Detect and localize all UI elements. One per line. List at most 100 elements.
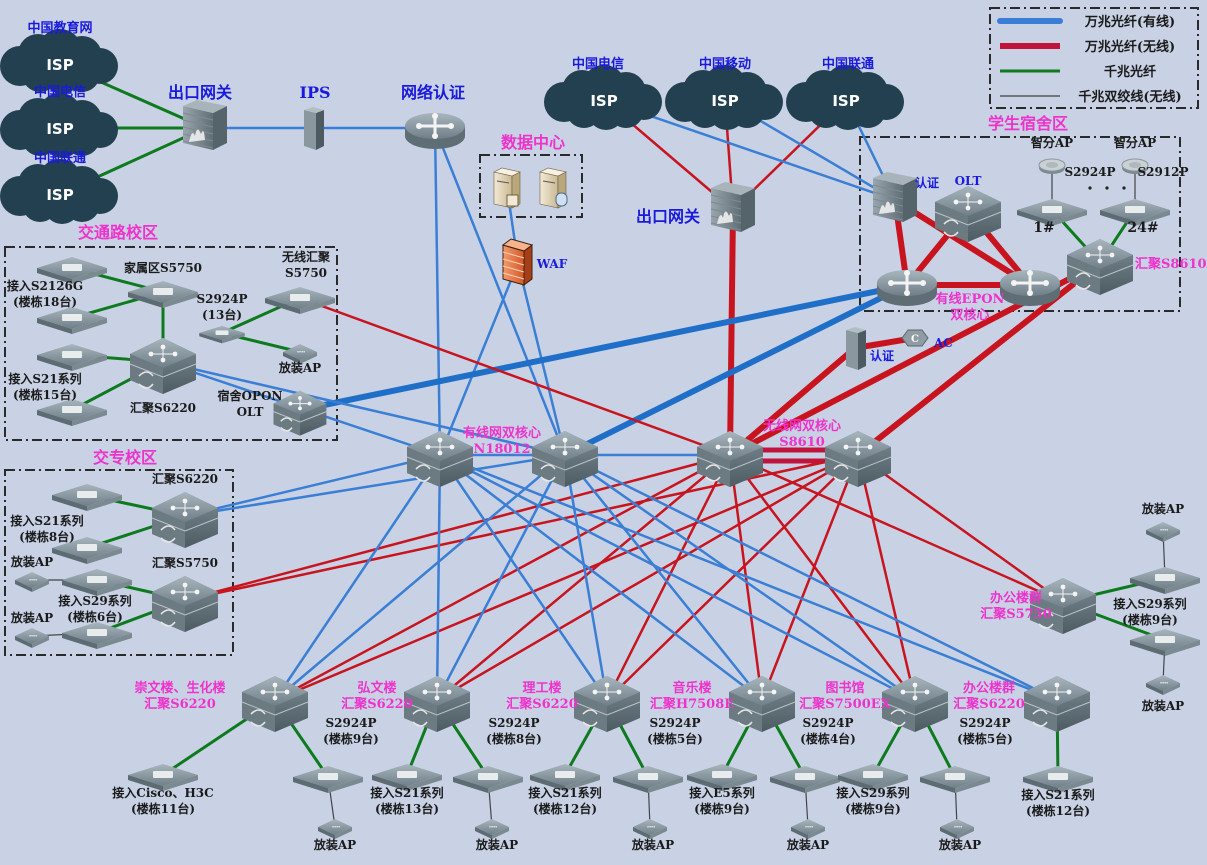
link-wireless-thick xyxy=(727,207,736,458)
node-sublabel: (楼栋8台) xyxy=(19,529,75,544)
access-switch-icon-b2-poe[interactable] xyxy=(453,766,523,793)
access-switch-icon-b2-acc[interactable] xyxy=(372,764,442,791)
access-switch-icon-jtl-acc1[interactable] xyxy=(37,257,107,284)
core-switch-icon-b3-agg[interactable] xyxy=(573,676,641,732)
isp-label: ISP xyxy=(46,120,73,138)
isp-label: ISP xyxy=(46,186,73,204)
core-switch-icon-core-w2[interactable] xyxy=(531,431,599,487)
node-label: 有线网双核心 xyxy=(463,425,541,441)
access-switch-icon-off-acc1[interactable] xyxy=(1130,567,1200,594)
core-switch-icon-core-w1[interactable] xyxy=(406,431,474,487)
ips-appliance-icon-ips[interactable] xyxy=(304,107,324,150)
access-switch-icon-jtl-s2924[interactable] xyxy=(199,325,245,344)
ellipsis-dot xyxy=(1105,186,1109,190)
access-switch-icon-jtl-acc2[interactable] xyxy=(37,307,107,334)
server-icon-srv2[interactable] xyxy=(539,167,568,209)
core-switch-icon-jtl-agg[interactable] xyxy=(129,338,197,394)
ips-appliance-icon-auth2[interactable] xyxy=(846,327,866,370)
core-switch-icon-dorm-agg[interactable] xyxy=(1066,239,1134,295)
zone-boundary-z-jz xyxy=(4,469,234,656)
ac-controller-icon[interactable]: C xyxy=(901,329,929,347)
access-switch-icon-jtl-acc3[interactable] xyxy=(37,344,107,371)
access-switch-icon-b3-acc[interactable] xyxy=(530,764,600,791)
core-switch-icon-b2-agg[interactable] xyxy=(403,676,471,732)
core-switch-icon-core-wl2[interactable] xyxy=(824,431,892,487)
isp-cloud-icon[interactable]: ISP xyxy=(665,65,783,130)
access-switch-icon-jz-acc1[interactable] xyxy=(52,484,122,511)
waf-firewall-icon[interactable] xyxy=(501,238,534,286)
firewall-icon-fw1[interactable] xyxy=(182,100,227,150)
access-point-icon-jz-ap1[interactable]: ᠁ xyxy=(15,572,49,592)
switch-number: 1# xyxy=(1033,220,1054,236)
router-icon-auth1[interactable] xyxy=(405,113,465,149)
access-switch-icon-jtl-wagg[interactable] xyxy=(265,287,335,314)
node-sublabel: OLT xyxy=(237,405,264,419)
access-switch-icon-b4-acc[interactable] xyxy=(687,764,757,791)
isp-cloud-icon[interactable]: ISP xyxy=(0,29,118,94)
access-switch-icon-b1-acc[interactable] xyxy=(128,764,198,791)
firewall-icon-dorm-auth[interactable] xyxy=(872,172,917,222)
isp-cloud-icon[interactable]: ISP xyxy=(0,159,118,224)
access-switch-icon-b6-acc[interactable] xyxy=(1023,766,1093,793)
access-switch-icon-b5-acc[interactable] xyxy=(838,764,908,791)
firewall-icon-fw2[interactable] xyxy=(710,182,755,232)
node-sublabel: (楼栋11台) xyxy=(131,801,195,816)
core-switch-icon-dorm-olt[interactable] xyxy=(934,186,1002,242)
access-switch-icon-b3-poe[interactable] xyxy=(613,766,683,793)
isp-cloud-icon[interactable]: ISP xyxy=(544,65,662,130)
node-label: 放装AP xyxy=(313,837,356,852)
server-icon-srv1[interactable] xyxy=(493,167,521,209)
node-label: 办公楼群 xyxy=(963,680,1015,696)
core-switch-icon-b1-agg[interactable] xyxy=(241,676,309,732)
core-switch-icon-core-wl1[interactable] xyxy=(696,431,764,487)
link-wireless xyxy=(856,453,1065,604)
core-switch-icon-b4-agg[interactable] xyxy=(728,676,796,732)
core-switch-icon-b5-agg[interactable] xyxy=(881,676,949,732)
access-point-icon-off-ap2[interactable]: ᠁ xyxy=(1146,675,1180,695)
access-point-icon-ap-smart2[interactable] xyxy=(1121,158,1149,174)
access-switch-icon-jtl-acc4[interactable] xyxy=(37,399,107,426)
zone-boundary-z-dorm xyxy=(859,136,1181,312)
access-switch-icon-b4-poe[interactable] xyxy=(770,766,840,793)
access-point-icon-ap-smart1[interactable] xyxy=(1038,158,1066,174)
core-switch-icon-jz-agg1[interactable] xyxy=(151,492,219,548)
core-switch-icon-jz-agg2[interactable] xyxy=(151,576,219,632)
access-point-icon-b2-ap[interactable]: ᠁ xyxy=(475,819,509,839)
access-switch-icon-jz-acc3[interactable] xyxy=(62,569,132,596)
node-label: 接入S21系列 xyxy=(8,371,81,386)
access-point-icon-off-ap1[interactable]: ᠁ xyxy=(1146,522,1180,542)
access-point-icon-b3-ap[interactable]: ᠁ xyxy=(633,819,667,839)
access-switch-icon-jz-acc2[interactable] xyxy=(52,537,122,564)
access-switch-icon-b5-poe[interactable] xyxy=(920,766,990,793)
link-wireless xyxy=(273,453,860,702)
access-point-icon-jz-ap2[interactable]: ᠁ xyxy=(15,628,49,648)
access-switch-icon-jtl-family[interactable] xyxy=(128,281,198,308)
node-label: 放装AP xyxy=(278,360,321,375)
access-point-icon-b4-ap[interactable]: ᠁ xyxy=(791,819,825,839)
access-switch-icon-b1-poe[interactable] xyxy=(293,766,363,793)
ellipsis-dot xyxy=(1088,186,1092,190)
access-switch-icon-jz-acc4[interactable] xyxy=(62,622,132,649)
core-switch-icon-b6-agg[interactable] xyxy=(1023,676,1091,732)
node-label: WAF xyxy=(536,257,568,271)
isp-cloud-icon[interactable]: ISP xyxy=(786,65,904,130)
router-icon-pon1[interactable] xyxy=(877,270,937,306)
access-point-icon-jtl-ap[interactable]: ᠁ xyxy=(283,344,317,364)
isp-cloud-icon[interactable]: ISP xyxy=(0,93,118,158)
node-label: 放装AP xyxy=(10,610,53,625)
ellipsis-dot xyxy=(1122,186,1126,190)
core-switch-icon-jtl-olt[interactable] xyxy=(273,390,327,436)
link-wired xyxy=(183,453,567,518)
core-switch-icon-off-agg[interactable] xyxy=(1029,578,1097,634)
access-switch-icon-sw-s2912[interactable] xyxy=(1100,199,1170,226)
access-switch-icon-sw-s2924[interactable] xyxy=(1017,199,1087,226)
access-switch-icon-off-acc2[interactable] xyxy=(1130,629,1200,656)
access-point-icon-b1-ap[interactable]: ᠁ xyxy=(318,819,352,839)
node-sublabel: (楼栋12台) xyxy=(1026,803,1090,818)
node-label: 家属区S5750 xyxy=(124,260,202,275)
router-icon-pon2[interactable] xyxy=(1000,270,1060,306)
link-wired xyxy=(438,453,917,702)
access-point-icon-b5-ap[interactable]: ᠁ xyxy=(940,819,974,839)
node-label: 中国电信 xyxy=(34,84,86,100)
